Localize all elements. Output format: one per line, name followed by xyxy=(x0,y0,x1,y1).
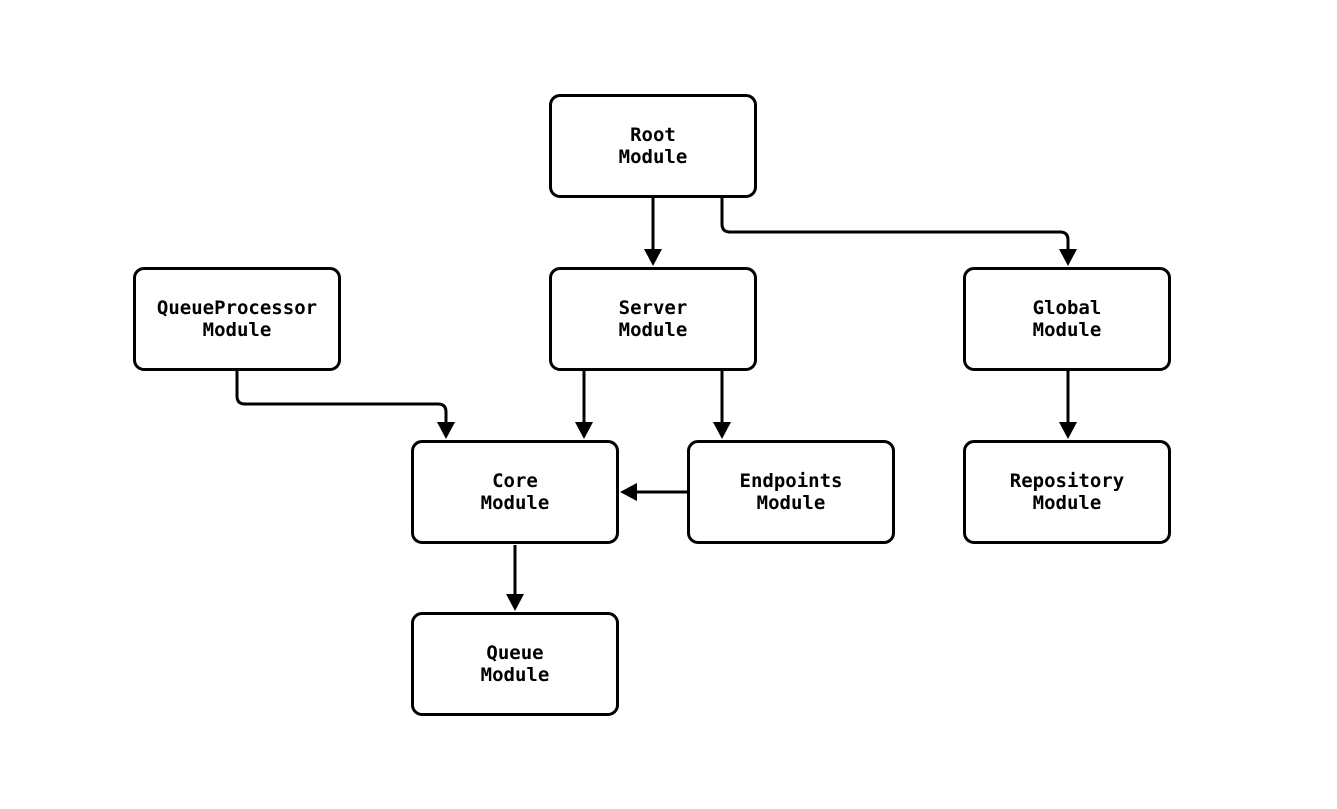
node-label-line: Module xyxy=(1032,319,1102,341)
arrowhead-server-core xyxy=(575,422,593,439)
edge-endpoints-core xyxy=(620,483,687,501)
node-label-line: Module xyxy=(618,319,688,341)
arrowhead-root-server xyxy=(644,249,662,266)
node-label-line: Endpoints xyxy=(739,470,843,492)
node-label-line: Module xyxy=(480,492,550,514)
arrowhead-queueprocessor-core xyxy=(437,422,455,439)
edge-global-repository xyxy=(1059,371,1077,439)
node-label-line: QueueProcessor xyxy=(156,297,318,319)
node-label-line: Module xyxy=(202,319,272,341)
arrowhead-root-global xyxy=(1059,249,1077,266)
node-label-line: Module xyxy=(1032,492,1102,514)
edge-server-core xyxy=(575,371,593,439)
node-label-line: Global xyxy=(1032,297,1102,319)
node-label-line: Module xyxy=(756,492,826,514)
node-label-line: Module xyxy=(618,146,688,168)
edge-core-queue xyxy=(506,545,524,611)
arrowhead-global-repository xyxy=(1059,422,1077,439)
node-label-line: Core xyxy=(492,470,538,492)
node-label-line: Module xyxy=(480,664,550,686)
edge-queueprocessor-core xyxy=(235,371,455,439)
node-label-line: Server xyxy=(618,297,688,319)
node-label-line: Queue xyxy=(486,642,544,664)
node-label-line: Repository xyxy=(1009,470,1125,492)
edge-server-endpoints xyxy=(713,371,731,439)
node-label-line: Root xyxy=(630,124,676,146)
edge-root-server xyxy=(644,198,662,266)
arrowhead-endpoints-core xyxy=(620,483,637,501)
arrowhead-core-queue xyxy=(506,594,524,611)
arrowhead-server-endpoints xyxy=(713,422,731,439)
edge-root-global xyxy=(720,198,1077,266)
